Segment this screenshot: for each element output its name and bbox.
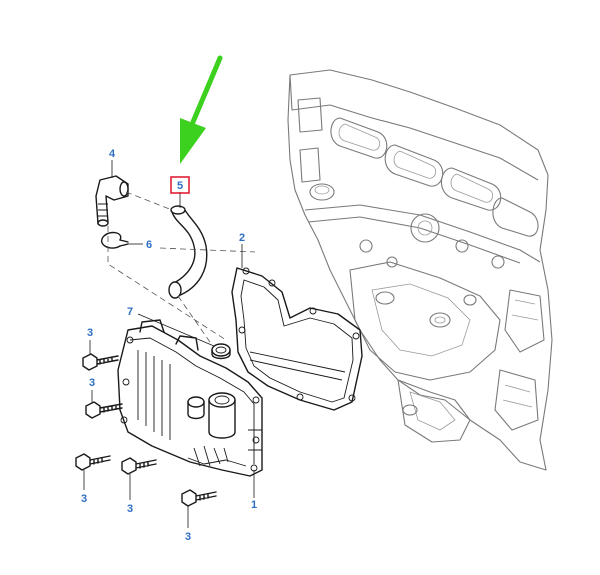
elbow-connector xyxy=(95,175,129,227)
callout-4[interactable]: 4 xyxy=(109,148,116,160)
callout-3-d[interactable]: 3 xyxy=(127,503,133,515)
hose-clip xyxy=(101,231,129,249)
bolt-4 xyxy=(121,457,157,475)
leader-lines xyxy=(83,160,255,528)
bolt-2 xyxy=(85,401,123,419)
seal-ring xyxy=(211,343,231,360)
callout-labels: 5 4 6 2 7 3 3 3 3 3 1 xyxy=(81,148,257,543)
pointer-arrow xyxy=(180,55,223,164)
callout-3-e[interactable]: 3 xyxy=(185,531,191,543)
callout-2[interactable]: 2 xyxy=(239,232,245,244)
bolt-1 xyxy=(82,353,119,371)
cover-housing xyxy=(117,319,263,477)
bolt-3 xyxy=(75,453,111,471)
callout-7[interactable]: 7 xyxy=(127,306,133,318)
bolt-5 xyxy=(181,489,217,507)
breather-hose xyxy=(168,205,208,299)
callout-3-a[interactable]: 3 xyxy=(87,327,93,339)
engine-block xyxy=(287,69,553,471)
callout-1[interactable]: 1 xyxy=(251,499,257,511)
alignment-lines xyxy=(107,191,256,346)
callout-3-b[interactable]: 3 xyxy=(89,377,95,389)
callout-3-c[interactable]: 3 xyxy=(81,493,87,505)
callout-5[interactable]: 5 xyxy=(177,180,183,192)
callout-6[interactable]: 6 xyxy=(146,239,152,251)
highlight-box xyxy=(170,176,190,194)
gasket xyxy=(231,267,363,411)
